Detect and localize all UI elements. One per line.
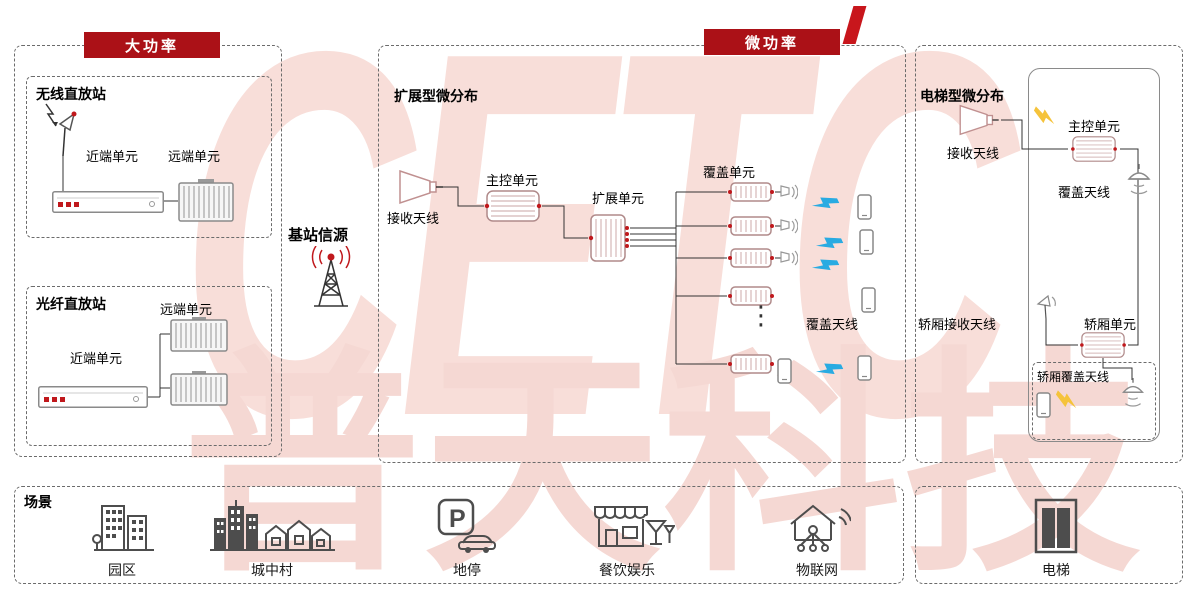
car-coverage-antenna-label: 轿厢覆盖天线 xyxy=(1037,370,1110,384)
receive-antenna-icon xyxy=(399,169,443,205)
scene-label-campus: 园区 xyxy=(108,562,136,578)
scene-label-iot: 物联网 xyxy=(796,562,838,578)
coverage-unit-device xyxy=(728,248,774,268)
scene-label-parking: 地停 xyxy=(453,562,481,578)
signal-lightning-icon xyxy=(1033,106,1055,125)
fiber-remote-unit-label: 远端单元 xyxy=(160,302,213,317)
iot-icon xyxy=(790,504,851,552)
expansion-micro-title: 扩展型微分布 xyxy=(394,88,478,104)
scene-label-elevator: 电梯 xyxy=(1042,562,1070,578)
phone-icon xyxy=(857,194,872,220)
coverage-unit-device xyxy=(728,354,774,374)
coverage-antenna-label: 覆盖天线 xyxy=(806,317,859,332)
coverage-unit-label: 覆盖单元 xyxy=(703,165,756,180)
ceiling-antenna-icon xyxy=(1127,164,1151,195)
phone-icon xyxy=(777,358,792,384)
wireless-remote-unit-device xyxy=(178,179,234,222)
car-receive-antenna-label: 轿厢接收天线 xyxy=(918,317,997,332)
elevator-receive-antenna-icon xyxy=(959,104,999,136)
scenes-box xyxy=(14,486,904,584)
wireless-near-unit-device xyxy=(52,191,164,213)
wireless-remote-unit-label: 远端单元 xyxy=(168,149,221,164)
main-unit-device xyxy=(484,190,542,222)
scene-label-dining: 餐饮娱乐 xyxy=(599,562,655,578)
phone-icon xyxy=(859,229,874,255)
fiber-remote-unit-device-2 xyxy=(170,371,228,406)
wireless-repeater-box xyxy=(26,76,272,238)
base-station-tower-icon xyxy=(311,246,351,307)
signal-lightning-icon xyxy=(815,363,844,375)
high-power-badge: 大功率 xyxy=(84,32,220,58)
car-ceiling-antenna-icon xyxy=(1122,378,1144,407)
fiber-repeater-title: 光纤直放站 xyxy=(36,296,106,312)
parking-letter: P xyxy=(449,505,466,533)
coverage-antenna-icon xyxy=(780,250,798,266)
donor-antenna-icon xyxy=(45,103,77,157)
car-receive-antenna-icon xyxy=(1036,294,1056,320)
more-units-ellipsis: ⋮ xyxy=(748,300,774,330)
phone-icon xyxy=(861,287,876,313)
coverage-antenna-icon xyxy=(780,184,798,200)
expansion-unit-label: 扩展单元 xyxy=(592,191,645,206)
phone-icon xyxy=(1036,392,1051,418)
scene-label-urban-village: 城中村 xyxy=(251,562,293,578)
elevator-micro-title: 电梯型微分布 xyxy=(920,88,1004,104)
coverage-unit-device xyxy=(728,182,774,202)
elevator-main-unit-label: 主控单元 xyxy=(1068,119,1121,134)
receive-antenna-label: 接收天线 xyxy=(387,211,440,226)
expansion-unit-device xyxy=(588,214,629,262)
phone-icon xyxy=(857,355,872,381)
scenes-title: 场景 xyxy=(24,494,52,510)
urban-village-icon xyxy=(210,500,335,551)
base-station-source-label: 基站信源 xyxy=(288,227,349,244)
car-unit-device xyxy=(1080,332,1126,358)
coverage-antenna-icon xyxy=(780,218,798,234)
campus-icon xyxy=(92,505,154,551)
dining-entertainment-icon xyxy=(594,506,675,547)
fiber-near-unit-label: 近端单元 xyxy=(70,351,123,366)
coverage-unit-device xyxy=(728,216,774,236)
wireless-repeater-title: 无线直放站 xyxy=(36,86,106,102)
micro-power-group-box xyxy=(378,45,906,463)
elevator-scene-icon xyxy=(1034,498,1078,554)
signal-lightning-icon xyxy=(815,237,844,249)
elevator-group-box xyxy=(915,45,1183,463)
wireless-near-unit-label: 近端单元 xyxy=(86,149,139,164)
elevator-receive-antenna-label: 接收天线 xyxy=(947,146,1000,161)
elevator-scene-box xyxy=(915,486,1183,584)
micro-power-badge: 微功率 xyxy=(704,29,840,55)
signal-lightning-icon xyxy=(1055,390,1077,409)
shaft-coverage-antenna-label: 覆盖天线 xyxy=(1058,185,1111,200)
fiber-repeater-box xyxy=(26,286,272,446)
fiber-remote-unit-device-1 xyxy=(170,317,228,352)
fiber-near-unit-device xyxy=(38,386,148,408)
main-unit-label: 主控单元 xyxy=(486,173,539,188)
elevator-main-unit-device xyxy=(1071,136,1117,162)
coverage-unit-device xyxy=(728,286,774,306)
elevator-shaft-box xyxy=(1028,68,1160,442)
underground-parking-icon: P xyxy=(437,498,496,553)
car-unit-label: 轿厢单元 xyxy=(1084,317,1137,332)
signal-lightning-icon xyxy=(811,259,840,271)
car-coverage-box xyxy=(1032,362,1156,440)
signal-lightning-icon xyxy=(811,197,840,209)
